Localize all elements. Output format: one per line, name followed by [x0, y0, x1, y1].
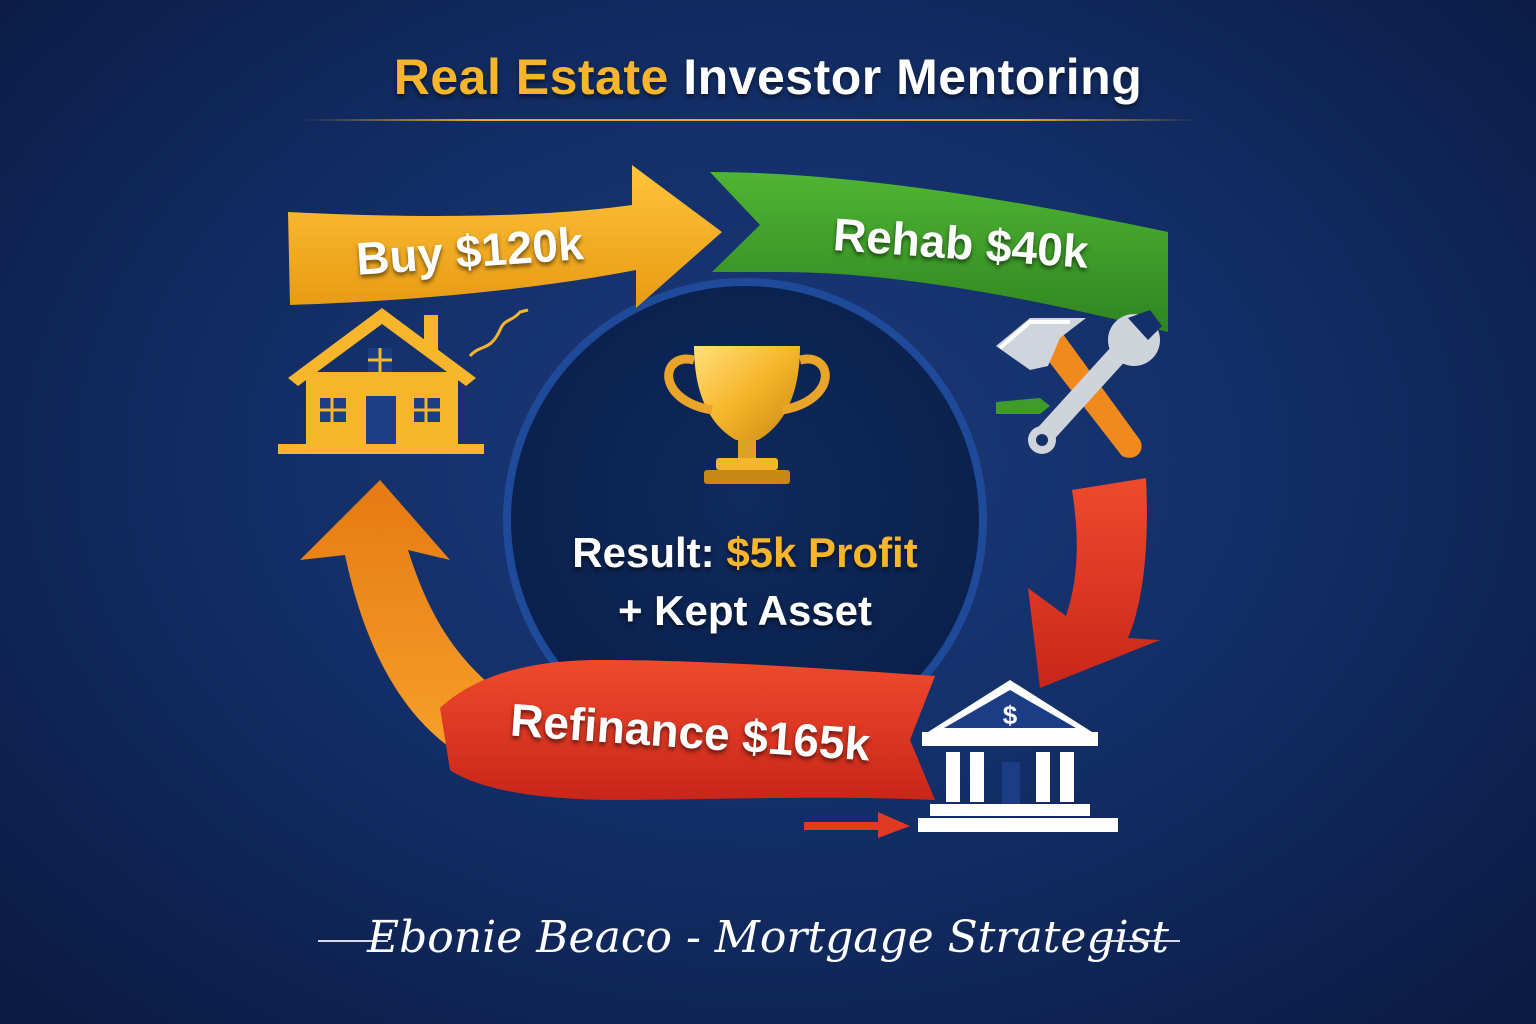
result-profit: $5k Profit: [726, 529, 918, 576]
result-text: Result: $5k Profit + Kept Asset: [520, 524, 970, 640]
house-icon: [278, 308, 529, 454]
page-title: Real Estate Investor Mentoring: [0, 48, 1536, 106]
signature: Ebonie Beaco - Mortgage Strategist: [367, 912, 1169, 963]
refinance-ribbon: [440, 660, 935, 800]
hammer-wrench-icon: [996, 310, 1162, 458]
result-asset: + Kept Asset: [617, 587, 873, 634]
buy-arrow: [288, 165, 722, 308]
small-red-arrow: [804, 812, 910, 838]
title-part-2: Investor Mentoring: [683, 49, 1143, 105]
signature-rule-right: [1096, 940, 1180, 942]
signature-rule-left: [318, 940, 388, 942]
orange-return-arrow: [300, 480, 510, 760]
title-part-1: Real Estate: [393, 49, 669, 105]
red-down-arrow: [1028, 478, 1160, 688]
bank-icon: $: [918, 680, 1118, 832]
trophy-icon: [664, 346, 830, 484]
result-prefix: Result:: [572, 529, 715, 576]
result-line-1: Result: $5k Profit: [520, 524, 970, 582]
title-divider: [300, 119, 1200, 121]
rehab-arrow: [710, 172, 1168, 332]
svg-text:$: $: [1003, 700, 1018, 730]
